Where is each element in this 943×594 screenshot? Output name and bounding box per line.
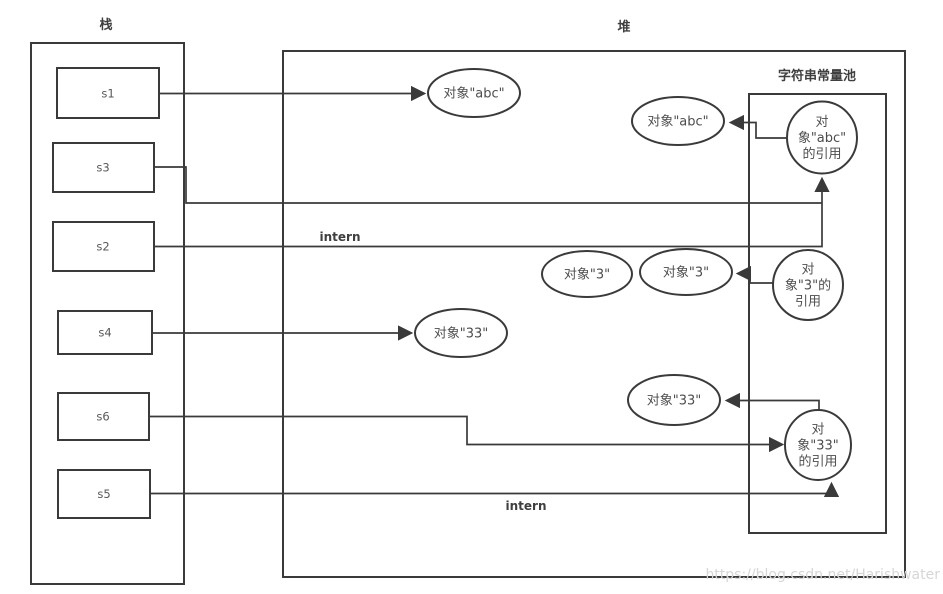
heap-object-abc-1: 对象"abc" [427,68,521,118]
var-s4: s4 [57,310,153,355]
var-label-s6: s6 [96,410,109,424]
stack-region: 栈 [30,17,185,585]
var-s3: s3 [52,142,155,193]
intern-label-1: intern [320,230,361,244]
pool-ref-three: 对 象"3"的 引用 [772,249,844,321]
var-box-s3 [52,142,155,193]
edge-thirtythree-ref-to-thirtythree-object [724,392,820,410]
pool-region-label: 字符串常量池 [778,68,856,84]
var-box-s4 [57,310,153,355]
heap-object-three-1-ellipse [541,250,633,298]
pool-region: 字符串常量池 [748,68,887,534]
heap-region: 堆 [282,19,906,578]
pool-ref-thirtythree: 对 象"33" 的引用 [784,409,852,481]
var-box-s6 [57,392,150,441]
heap-objects: 对象"abc" 对象"abc" 对象"3" 对象"3" 对象"33" 对象"33… [414,68,733,426]
heap-object-abc-2-label: 对象"abc" [647,115,708,130]
heap-object-abc-1-ellipse [427,68,521,118]
stack-region-label: 栈 [99,17,112,33]
heap-object-thirtythree-1-ellipse [414,308,508,358]
var-box-s1 [56,67,160,119]
var-s5: s5 [57,469,151,519]
pool-references: 对 象"abc" 的引用 对 象"3"的 引用 对 象"33" 的引用 [772,100,858,481]
edge-s3-to-abc-ref [154,166,822,204]
var-label-s3: s3 [96,161,109,175]
var-label-s5: s5 [97,487,110,501]
heap-object-abc-1-label: 对象"abc" [443,87,504,102]
heap-object-thirtythree-2-label: 对象"33" [647,394,702,409]
heap-object-three-2-label: 对象"3" [663,266,709,281]
pool-ref-three-circle [772,249,844,321]
pool-ref-thirtythree-line1: 对 [811,423,824,438]
edges: intern intern [149,85,840,513]
pool-ref-abc-circle [786,100,858,175]
edge-s5-to-thirtythree-ref [150,481,840,498]
edge-s6-to-thirtythree-ref [149,415,785,453]
pool-ref-thirtythree-line3: 的引用 [798,454,837,470]
var-s6: s6 [57,392,150,441]
heap-region-box [282,50,906,578]
var-label-s2: s2 [96,240,109,254]
pool-region-box [748,93,887,534]
heap-object-thirtythree-2: 对象"33" [627,374,721,426]
pool-ref-three-line3: 引用 [795,295,821,310]
pool-ref-three-line2: 象"3"的 [785,278,831,294]
heap-object-three-1: 对象"3" [541,250,633,298]
var-s2: s2 [52,221,155,272]
var-label-s4: s4 [98,326,111,340]
pool-ref-abc-line1: 对 [815,115,828,130]
pool-ref-thirtythree-line2: 象"33" [797,439,839,454]
heap-object-three-1-label: 对象"3" [564,268,610,283]
stack-variables: s1 s3 s2 s4 s6 s5 [52,67,160,519]
edge-three-ref-to-three-object [735,265,773,284]
heap-object-thirtythree-2-ellipse [627,374,721,426]
intern-label-2: intern [506,499,547,513]
var-box-s5 [57,469,151,519]
heap-object-three-2-ellipse [639,248,733,296]
edge-s2-to-abc-ref [154,176,830,248]
heap-object-abc-2-ellipse [631,96,725,146]
pool-ref-three-line1: 对 [801,263,814,278]
heap-object-thirtythree-1-label: 对象"33" [434,327,489,342]
stack-region-box [30,42,185,585]
heap-region-label: 堆 [617,19,630,35]
pool-ref-abc: 对 象"abc" 的引用 [786,100,858,175]
pool-ref-abc-line3: 的引用 [802,146,841,162]
heap-object-abc-2: 对象"abc" [631,96,725,146]
heap-object-thirtythree-1: 对象"33" [414,308,508,358]
watermark-text: https://blog.csdn.net/Harishwater [705,567,940,583]
pool-ref-abc-line2: 象"abc" [798,131,846,146]
edge-abc-ref-to-abc-object [728,114,787,139]
heap-object-three-2: 对象"3" [639,248,733,296]
var-box-s2 [52,221,155,272]
var-s1: s1 [56,67,160,119]
var-label-s1: s1 [101,87,114,101]
pool-ref-thirtythree-circle [784,409,852,481]
